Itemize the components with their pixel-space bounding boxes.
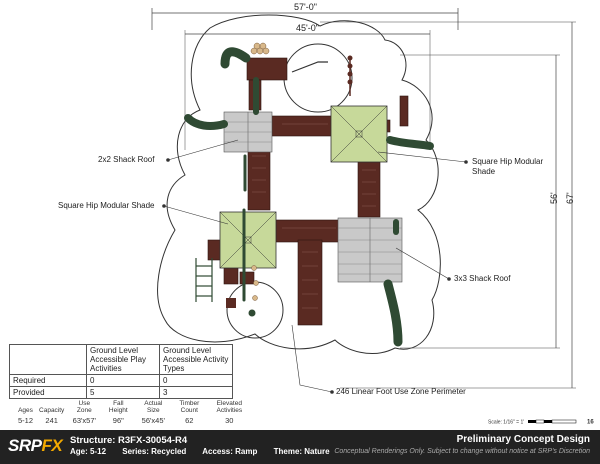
dim-overall-width: 57'-0" [294, 2, 317, 12]
table-corner [9, 344, 87, 375]
callout-shack-roof-3x3: 3x3 Shack Roof [454, 274, 511, 283]
shack-roof-3x3 [337, 217, 403, 283]
square-hip-shade-right [330, 105, 388, 163]
row-label: Required [9, 374, 87, 387]
spec-value: 62 [185, 416, 194, 425]
dim-inner-height: 56' [549, 192, 559, 204]
spec-value: 5-12 [18, 416, 34, 425]
spec-header: Ages [18, 407, 33, 414]
spec-header: Fall Height [108, 400, 128, 414]
spec-value: 96" [112, 416, 124, 425]
spec-value: 30 [225, 416, 234, 425]
post-cap [248, 309, 256, 317]
top-deck [246, 57, 288, 81]
accessibility-table: Ground Level Accessible Play Activities … [9, 344, 233, 399]
rock-block [226, 298, 236, 308]
callout-square-hip-left: Square Hip Modular Shade [58, 201, 155, 210]
spec-value: 56'x45' [141, 416, 165, 425]
scale-graphic [527, 419, 576, 424]
row-value: 0 [86, 374, 160, 387]
mid-bridge [275, 219, 342, 243]
callout-square-hip-right: Square Hip Modular Shade [472, 157, 544, 176]
scale-bar: Scale: 1/16" = 1' 16 [488, 418, 594, 426]
log-cluster [250, 42, 270, 301]
footer-age: Age: 5-12 [70, 447, 107, 456]
dim-overall-height: 67' [565, 192, 575, 204]
upper-bridge [271, 115, 335, 137]
scale-label: Scale: 1/16" = 1' [488, 419, 525, 426]
row-value: 3 [159, 386, 233, 399]
right-top-slide [386, 136, 434, 150]
spec-header: Elevated Activities [216, 400, 243, 414]
footer-access: Access: Ramp [202, 447, 258, 456]
design-title: Preliminary Concept Design [456, 434, 590, 445]
callout-shack-roof-2x2: 2x2 Shack Roof [98, 155, 155, 164]
spec-value: 63'x57' [72, 416, 96, 425]
use-zone-loop [283, 43, 353, 113]
specs-value-row: 5-12 241 63'x57' 96" 56'x45' 62 30 [15, 414, 251, 425]
shack-roof-2x2 [223, 111, 273, 153]
top-tube-slide [220, 47, 251, 69]
use-zone-loop-2 [226, 281, 284, 339]
spec-header: Use Zone [76, 400, 92, 414]
specs-header-row: Ages Capacity Use Zone Fall Height Actua… [15, 400, 251, 414]
left-lower-block [223, 267, 239, 285]
right-lower-slide [383, 279, 403, 347]
specs-table: Ages Capacity Use Zone Fall Height Actua… [15, 400, 251, 424]
ramp [297, 239, 323, 326]
scale-end: 16 [587, 419, 594, 426]
structure-id: Structure: R3FX-30054-R4 [70, 435, 188, 446]
callout-use-zone: 246 Linear Foot Use Zone Perimeter [336, 387, 466, 396]
square-hip-shade-left [219, 211, 277, 269]
footer-meta: Age: 5-12 Series: Recycled Access: Ramp … [70, 447, 344, 456]
ladder-left [195, 258, 213, 302]
left-small-block [239, 271, 255, 285]
srpfx-logo: SRPFX [8, 436, 63, 455]
use-zone-perimeter [157, 14, 441, 354]
zipline-bar [291, 61, 328, 73]
table-row: Provided 5 3 [9, 386, 233, 399]
right-top-post [399, 95, 409, 127]
row-label: Provided [9, 386, 87, 399]
spec-header: Timber Count [179, 400, 200, 414]
spec-header: Actual Size [144, 400, 163, 414]
footer-theme: Theme: Nature [273, 447, 330, 456]
left-tower [247, 147, 271, 211]
row-value: 0 [159, 374, 233, 387]
row-value: 5 [86, 386, 160, 399]
tube-slides [184, 47, 434, 347]
callout-leaders [162, 139, 468, 394]
spec-value: 241 [45, 416, 58, 425]
header-activity-types: Ground Level Accessible Activity Types [159, 344, 233, 375]
footer-series: Series: Recycled [122, 447, 187, 456]
table-row: Required 0 0 [9, 374, 233, 387]
climber-chain [347, 55, 353, 96]
disclaimer: Conceptual Renderings Only. Subject to c… [334, 448, 590, 455]
left-tube-slide [184, 114, 228, 130]
deck-structures [207, 57, 409, 326]
spec-header: Capacity [39, 407, 65, 414]
title-block: SRPFX Structure: R3FX-30054-R4 Age: 5-12… [0, 430, 600, 464]
header-play-activities: Ground Level Accessible Play Activities [86, 344, 160, 375]
dim-inner-width: 45'-0" [296, 23, 319, 33]
